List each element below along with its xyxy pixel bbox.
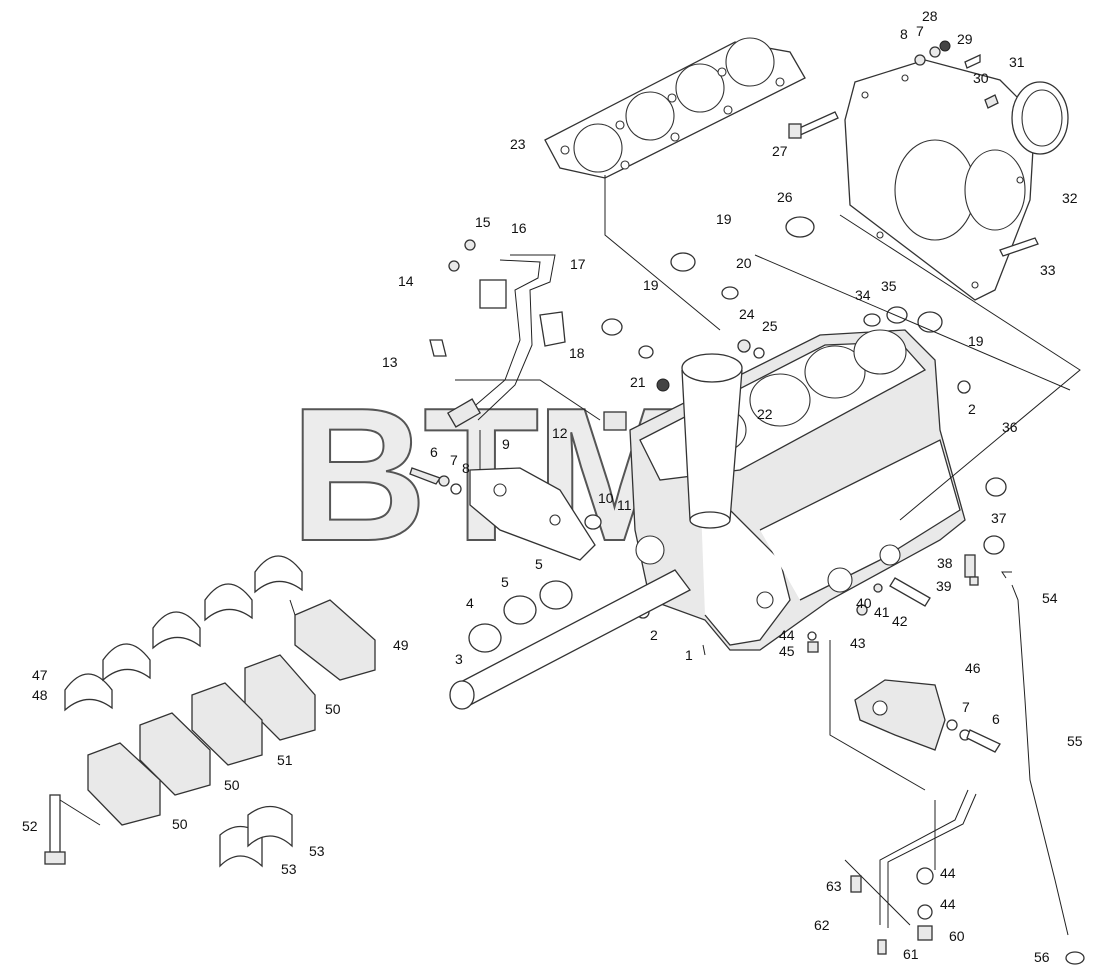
- callout-7: 7: [962, 699, 970, 715]
- callout-44: 44: [940, 896, 956, 912]
- callout-61: 61: [903, 946, 919, 962]
- callout-43: 43: [850, 635, 866, 651]
- callout-41: 41: [874, 604, 890, 620]
- dipstick: [1001, 571, 1085, 965]
- callout-34: 34: [855, 287, 871, 303]
- callout-50: 50: [325, 701, 341, 717]
- callout-19: 19: [643, 277, 659, 293]
- callout-7: 7: [916, 23, 924, 39]
- callout-26: 26: [777, 189, 793, 205]
- callout-6: 6: [430, 444, 438, 460]
- callout-37: 37: [991, 510, 1007, 526]
- callout-20: 20: [736, 255, 752, 271]
- callout-35: 35: [881, 278, 897, 294]
- callout-10: 10: [598, 490, 614, 506]
- callout-42: 42: [892, 613, 908, 629]
- main-bearing-shells: [64, 555, 303, 712]
- crankshaft-oil-seal: [1011, 81, 1069, 155]
- callout-21: 21: [630, 374, 646, 390]
- callout-19: 19: [968, 333, 984, 349]
- callout-numbers: 1 2 2 3 4 5 5 6 6 7 7 7 8 8 9 10 11 12 1…: [22, 8, 1083, 965]
- callout-13: 13: [382, 354, 398, 370]
- main-bearing-bolt: [44, 794, 66, 865]
- callout-50: 50: [224, 777, 240, 793]
- callout-38: 38: [937, 555, 953, 571]
- callout-33: 33: [1040, 262, 1056, 278]
- callout-56: 56: [1034, 949, 1050, 965]
- callout-27: 27: [772, 143, 788, 159]
- callout-48: 48: [32, 687, 48, 703]
- callout-6: 6: [992, 711, 1000, 727]
- callout-24: 24: [739, 306, 755, 322]
- callout-47: 47: [32, 667, 48, 683]
- callout-46: 46: [965, 660, 981, 676]
- callout-63: 63: [826, 878, 842, 894]
- head-gasket: [544, 37, 806, 179]
- callout-5: 5: [535, 556, 543, 572]
- oil-pipe-assembly: [429, 239, 566, 428]
- callout-53: 53: [281, 861, 297, 877]
- callout-51: 51: [277, 752, 293, 768]
- callout-23: 23: [510, 136, 526, 152]
- callout-40: 40: [856, 595, 872, 611]
- callout-54: 54: [1042, 590, 1058, 606]
- callout-19: 19: [716, 211, 732, 227]
- callout-53: 53: [309, 843, 325, 859]
- callout-11: 11: [617, 497, 632, 513]
- rear-end-plate: [844, 59, 1036, 301]
- callout-44: 44: [779, 627, 795, 643]
- callout-50: 50: [172, 816, 188, 832]
- cup-plugs: [584, 216, 1007, 619]
- callout-25: 25: [762, 318, 778, 334]
- callout-39: 39: [936, 578, 952, 594]
- callout-36: 36: [1002, 419, 1018, 435]
- callout-18: 18: [569, 345, 585, 361]
- rear-plate-fasteners: [788, 40, 1039, 257]
- camshaft-bushings: [468, 580, 573, 653]
- leader-lines: [59, 175, 1081, 870]
- callout-62: 62: [814, 917, 830, 933]
- callout-60: 60: [949, 928, 965, 944]
- callout-49: 49: [393, 637, 409, 653]
- callout-28: 28: [922, 8, 938, 24]
- callout-30: 30: [973, 70, 989, 86]
- callout-16: 16: [511, 220, 527, 236]
- callout-9: 9: [502, 436, 510, 452]
- callout-3: 3: [455, 651, 463, 667]
- cylinder-liner: [681, 353, 743, 529]
- callout-8: 8: [462, 460, 470, 476]
- oil-strainer-pipe: [844, 789, 977, 955]
- callout-12: 12: [552, 425, 568, 441]
- callout-14: 14: [398, 273, 414, 289]
- camshaft: [449, 569, 691, 710]
- callout-5: 5: [501, 574, 509, 590]
- block-small-fittings: [807, 554, 979, 653]
- callout-55: 55: [1067, 733, 1083, 749]
- callout-4: 4: [466, 595, 474, 611]
- callout-7: 7: [450, 452, 458, 468]
- callout-1: 1: [685, 647, 693, 663]
- mount-bracket: [854, 679, 1001, 753]
- callout-15: 15: [475, 214, 491, 230]
- callout-32: 32: [1062, 190, 1078, 206]
- callout-29: 29: [957, 31, 973, 47]
- callout-2: 2: [650, 627, 658, 643]
- main-bearing-caps: [87, 599, 376, 826]
- callout-17: 17: [570, 256, 586, 272]
- thrust-washers: [219, 805, 293, 868]
- callout-22: 22: [757, 406, 773, 422]
- callout-52: 52: [22, 818, 38, 834]
- front-plate: [409, 467, 596, 561]
- callout-45: 45: [779, 643, 795, 659]
- callout-31: 31: [1009, 54, 1025, 70]
- callout-8: 8: [900, 26, 908, 42]
- callout-2: 2: [968, 401, 976, 417]
- callout-44: 44: [940, 865, 956, 881]
